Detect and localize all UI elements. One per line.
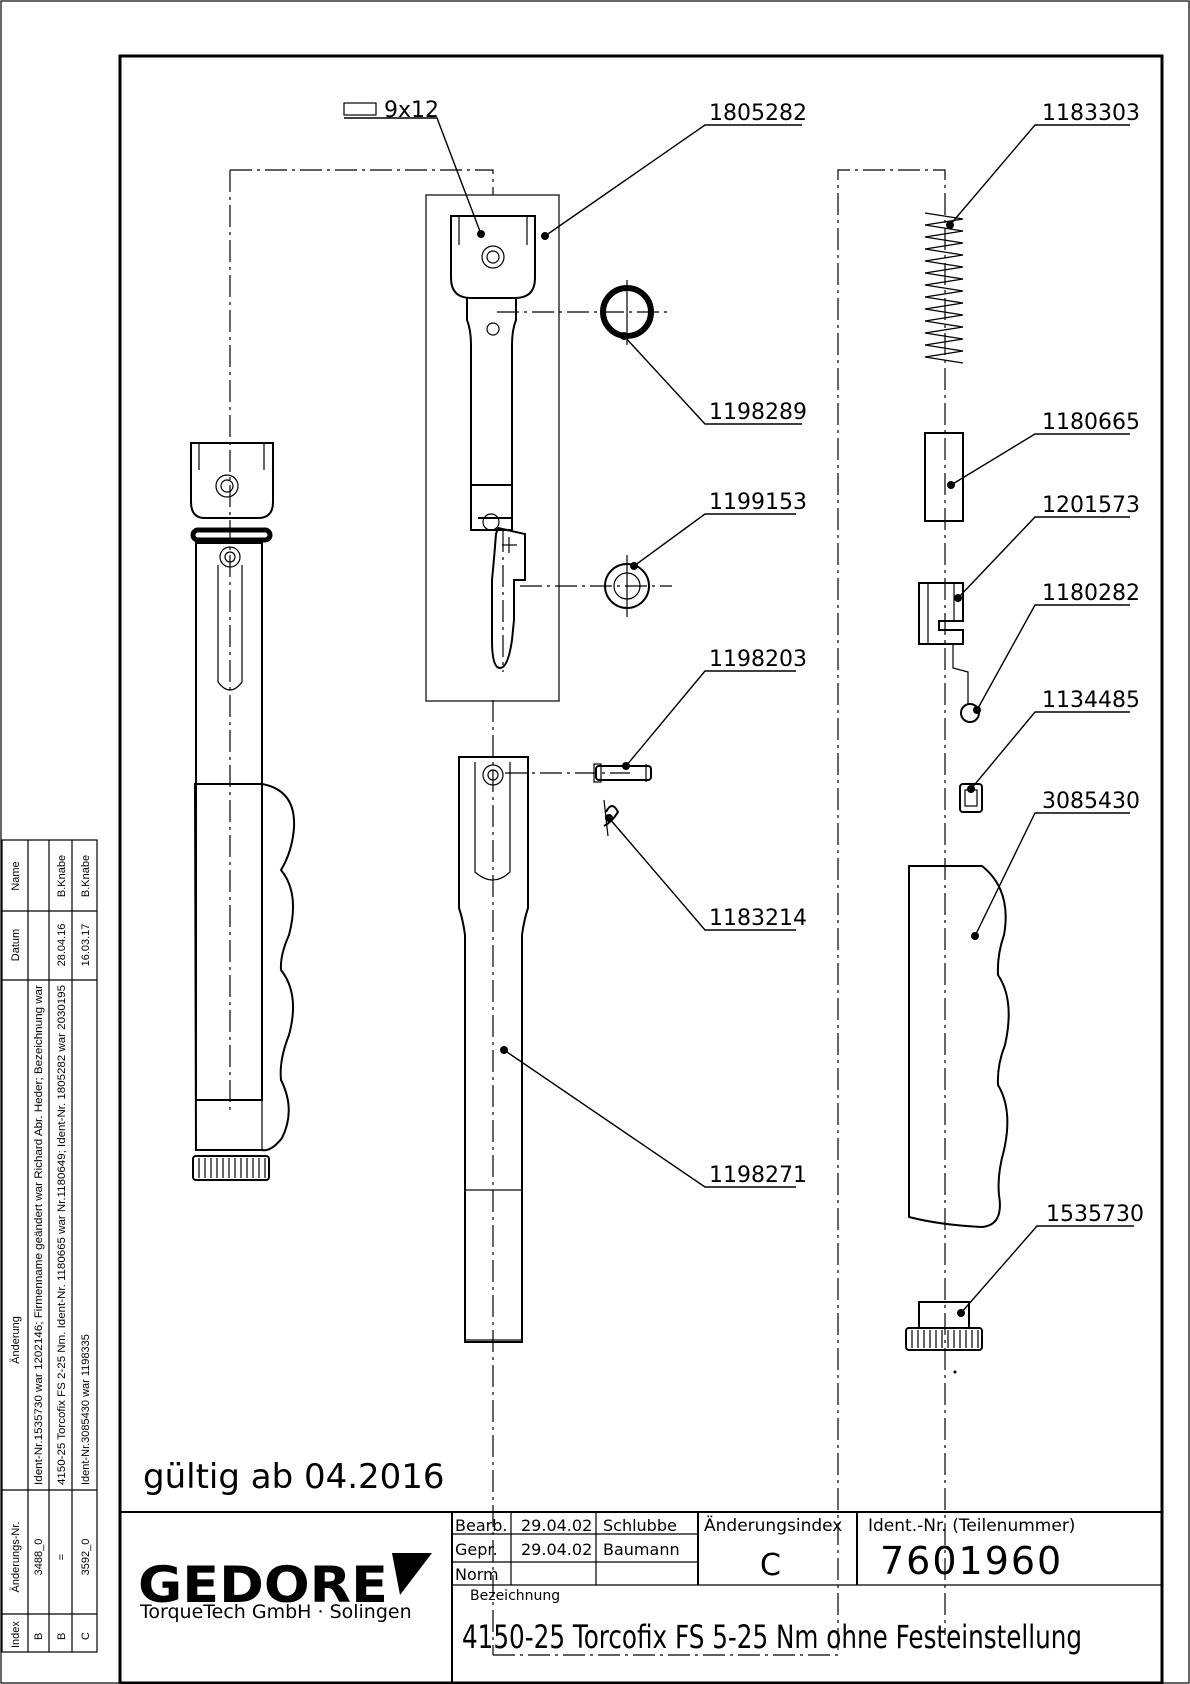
part-1201573 — [918, 582, 964, 645]
center-lines — [230, 169, 946, 1656]
change-index-label: Änderungsindex — [704, 1515, 842, 1536]
leaders — [343, 102, 1134, 1317]
part-label-1183214: 1183214 — [709, 906, 807, 931]
rev-header-date: Datum — [10, 929, 22, 961]
part-label-1134485: 1134485 — [1042, 688, 1140, 713]
part-label-1198271: 1198271 — [709, 1163, 807, 1188]
sleeve-1180665 — [924, 432, 964, 522]
drawing-frame — [118, 54, 1164, 1684]
logo-arrow-icon — [392, 1553, 432, 1595]
head-assembly — [425, 194, 560, 702]
grip-3085430 — [908, 865, 1010, 1229]
row-name-gepr: Baumann — [603, 1540, 680, 1559]
company-logo: GEDORE — [138, 1556, 388, 1614]
rev-header-number: Änderungs-Nr. — [10, 1522, 22, 1593]
rev-row2-name: B.Knabe — [56, 855, 68, 897]
designation-label: Bezeichnung — [470, 1588, 560, 1604]
part-label-1180665: 1180665 — [1042, 410, 1140, 435]
rev-row3-number: 3592_0 — [80, 1539, 92, 1576]
designation-value: 4150-25 Torcofix FS 5-25 Nm ohne Festein… — [462, 1618, 1082, 1656]
rev-header-change: Änderung — [10, 1316, 22, 1364]
part-label-1183303: 1183303 — [1042, 101, 1140, 126]
change-index-value: C — [760, 1548, 781, 1583]
row-label-gepr: Gepr. — [455, 1540, 498, 1559]
tube-1198271 — [458, 756, 529, 1343]
rev-row1-index: B — [33, 1633, 45, 1640]
rev-header-name: Name — [10, 861, 22, 890]
rev-row3-change: Ident-Nr.3085430 war 1198335 — [80, 1334, 92, 1485]
part-label-1198203: 1198203 — [709, 647, 807, 672]
revision-table — [1, 839, 98, 1653]
part-label-9x12: 9x12 — [384, 98, 439, 123]
washer-1199153 — [604, 563, 650, 609]
rev-row3-index: C — [80, 1632, 92, 1640]
part-label-1180282: 1180282 — [1042, 581, 1140, 606]
assembled-wrench — [190, 170, 296, 1181]
row-label-norm: Norm — [455, 1565, 499, 1584]
title-block — [120, 1511, 1162, 1683]
rev-row3-name: B.Knabe — [80, 855, 92, 897]
part-label-1198289: 1198289 — [709, 400, 807, 425]
rev-row2-date: 28.04.16 — [56, 924, 68, 967]
rev-row3-date: 16.03.17 — [80, 924, 92, 967]
rev-header-index: Index — [10, 1621, 22, 1648]
ident-value: 7601960 — [880, 1539, 1063, 1583]
part-label-1199153: 1199153 — [709, 490, 807, 515]
rev-row2-change: 4150-25 Torcofix FS 2-25 Nm. Ident-Nr. 1… — [56, 985, 68, 1485]
rev-row2-index: B — [56, 1633, 68, 1640]
row-label-bearb: Bearb. — [455, 1516, 507, 1535]
row-date-bearb: 29.04.02 — [521, 1516, 592, 1535]
rev-row1-number: 3488_0 — [33, 1539, 45, 1576]
knob-1535730 — [905, 1301, 983, 1351]
part-label-1201573: 1201573 — [1042, 493, 1140, 518]
company-subtitle: TorqueTech GmbH · Solingen — [139, 1601, 412, 1623]
part-label-3085430: 3085430 — [1042, 789, 1140, 814]
validity-note: gültig ab 04.2016 — [143, 1457, 445, 1497]
part-label-1805282: 1805282 — [709, 101, 807, 126]
rev-row1-change: Ident-Nr.1535730 war 1202146; Firmenname… — [33, 985, 45, 1485]
spring-1183303 — [924, 212, 964, 364]
row-date-gepr: 29.04.02 — [521, 1540, 592, 1559]
ident-label: Ident.-Nr. (Teilenummer) — [868, 1516, 1075, 1536]
part-label-1535730: 1535730 — [1046, 1202, 1144, 1227]
row-name-bearb: Schlubbe — [603, 1516, 677, 1535]
rev-row2-number: = — [56, 1554, 68, 1560]
